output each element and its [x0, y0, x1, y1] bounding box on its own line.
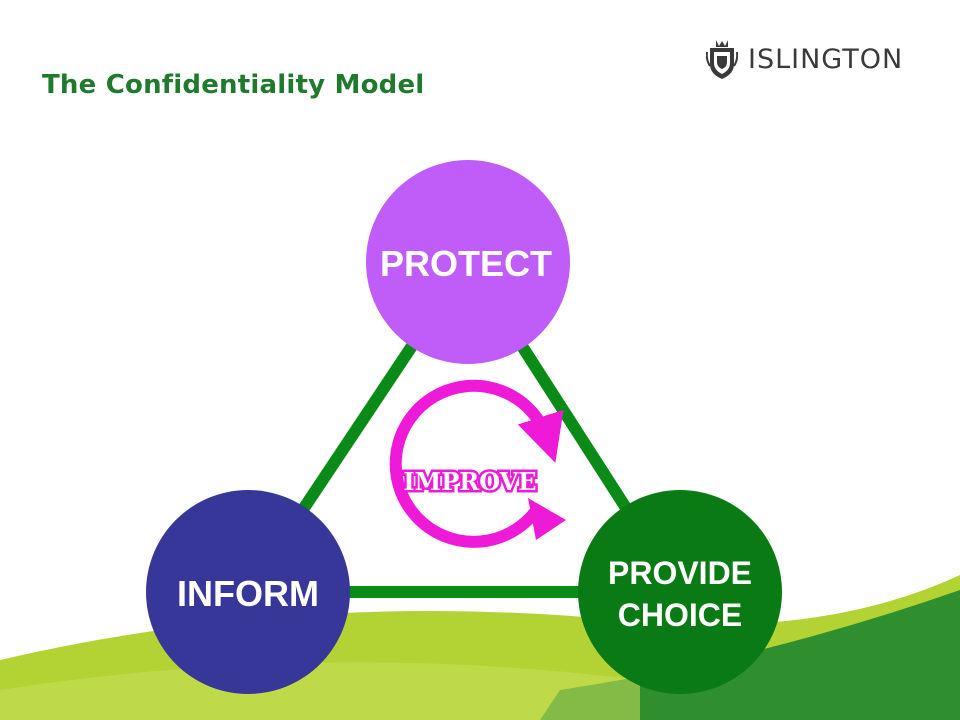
node-provide-choice-line2: CHOICE [618, 597, 742, 633]
improve-cycle-arrow [389, 379, 564, 548]
islington-logo: ISLINGTON [706, 38, 903, 80]
bottom-wave-highlight [0, 662, 640, 720]
node-protect [366, 160, 570, 364]
logo-text: ISLINGTON [748, 43, 904, 75]
node-provide-choice-line1: PROVIDE [608, 555, 752, 591]
node-provide-choice [578, 490, 782, 694]
node-inform [146, 490, 350, 694]
improve-arrowhead-icon [528, 498, 566, 540]
node-inform-label: INFORM [177, 573, 319, 614]
improve-label: IMPROVE [403, 467, 536, 496]
node-protect-label: PROTECT [380, 243, 552, 284]
slide-title: The Confidentiality Model [42, 70, 425, 100]
crest-icon [706, 40, 738, 79]
